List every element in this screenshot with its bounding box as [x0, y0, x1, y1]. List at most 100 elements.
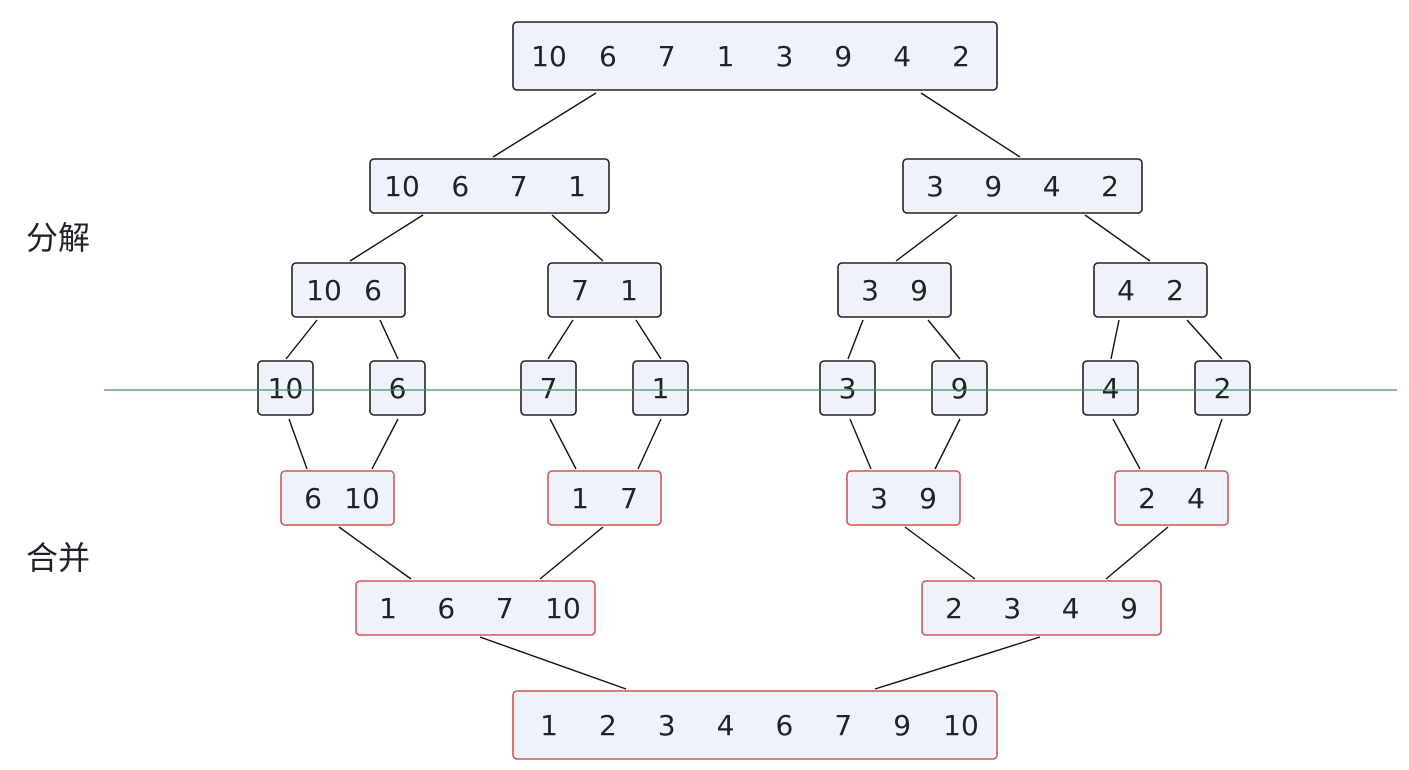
connector-line — [927, 319, 961, 360]
connector-line — [635, 319, 662, 360]
split-node: 7 — [520, 360, 577, 416]
node-value: 2 — [945, 592, 963, 625]
node-value: 6 — [776, 709, 794, 742]
node-value: 4 — [1187, 482, 1205, 515]
connector-line — [904, 526, 976, 580]
split-node: 2 — [1194, 360, 1251, 416]
node-value: 7 — [658, 40, 676, 73]
node-value: 10 — [545, 592, 581, 625]
node-value: 6 — [389, 372, 407, 405]
node-value: 1 — [620, 274, 638, 307]
node-value: 1 — [379, 592, 397, 625]
connector-line — [920, 92, 1021, 158]
node-box — [512, 690, 998, 760]
node-value: 2 — [599, 709, 617, 742]
node-value: 2 — [1138, 482, 1156, 515]
node-box — [837, 262, 952, 318]
split-node: 6 — [369, 360, 426, 416]
node-box — [632, 360, 689, 416]
node-box — [819, 360, 876, 416]
node-value: 3 — [839, 372, 857, 405]
connector-line — [1110, 319, 1120, 360]
node-value: 7 — [540, 372, 558, 405]
connector-line — [349, 214, 424, 262]
node-value: 10 — [268, 372, 304, 405]
node-value: 6 — [304, 482, 322, 515]
node-value: 9 — [834, 40, 852, 73]
node-value: 9 — [910, 274, 928, 307]
split-node: 3 — [819, 360, 876, 416]
node-value: 3 — [1003, 592, 1021, 625]
split-node: 4 — [1082, 360, 1139, 416]
node-box — [369, 360, 426, 416]
node-box — [1093, 262, 1208, 318]
node-box — [280, 470, 395, 526]
node-value: 9 — [984, 170, 1002, 203]
connector-line — [1112, 418, 1141, 470]
connector-line — [479, 636, 627, 690]
node-value: 7 — [496, 592, 514, 625]
node-value: 1 — [571, 482, 589, 515]
node-value: 10 — [306, 274, 342, 307]
node-value: 9 — [893, 709, 911, 742]
node-value: 7 — [510, 170, 528, 203]
node-value: 6 — [599, 40, 617, 73]
connector-line — [371, 418, 399, 470]
split-node: 1 — [632, 360, 689, 416]
node-box — [355, 580, 596, 636]
node-box — [1082, 360, 1139, 416]
node-box — [512, 21, 998, 91]
node-value: 3 — [861, 274, 879, 307]
connector-line — [895, 214, 958, 262]
connector-line — [849, 418, 872, 470]
connector-line — [847, 319, 864, 360]
split-node: 10 — [257, 360, 314, 416]
connector-line — [1186, 319, 1223, 360]
node-value: 1 — [652, 372, 670, 405]
node-value: 4 — [1117, 274, 1135, 307]
connector-line — [288, 418, 308, 470]
node-value: 7 — [571, 274, 589, 307]
connector-line — [637, 418, 662, 470]
connector-line — [551, 214, 604, 262]
node-value: 3 — [658, 709, 676, 742]
node-value: 2 — [1166, 274, 1184, 307]
node-value: 7 — [834, 709, 852, 742]
connector-line — [874, 636, 1041, 690]
node-value: 1 — [540, 709, 558, 742]
connector-line — [934, 418, 961, 470]
connector-line — [1084, 214, 1151, 262]
connector-line — [547, 319, 574, 360]
node-value: 9 — [951, 372, 969, 405]
connector-line — [338, 526, 412, 580]
node-value: 6 — [451, 170, 469, 203]
node-value: 9 — [919, 482, 937, 515]
node-value: 3 — [776, 40, 794, 73]
connector-line — [1204, 418, 1223, 470]
node-value: 10 — [943, 709, 979, 742]
connector-line — [285, 319, 318, 360]
connector-line — [539, 526, 604, 580]
node-value: 3 — [926, 170, 944, 203]
merge-node: 1 2 3 4 6 7 9 10 — [512, 690, 998, 760]
connector-line — [549, 418, 577, 470]
node-value: 1 — [717, 40, 735, 73]
node-box — [369, 158, 610, 214]
split-phase-label: 分解 — [26, 219, 91, 257]
node-box — [257, 360, 314, 416]
node-value: 4 — [717, 709, 735, 742]
node-box — [1194, 360, 1251, 416]
connector-line — [492, 92, 597, 158]
node-value: 1 — [568, 170, 586, 203]
node-value: 7 — [620, 482, 638, 515]
